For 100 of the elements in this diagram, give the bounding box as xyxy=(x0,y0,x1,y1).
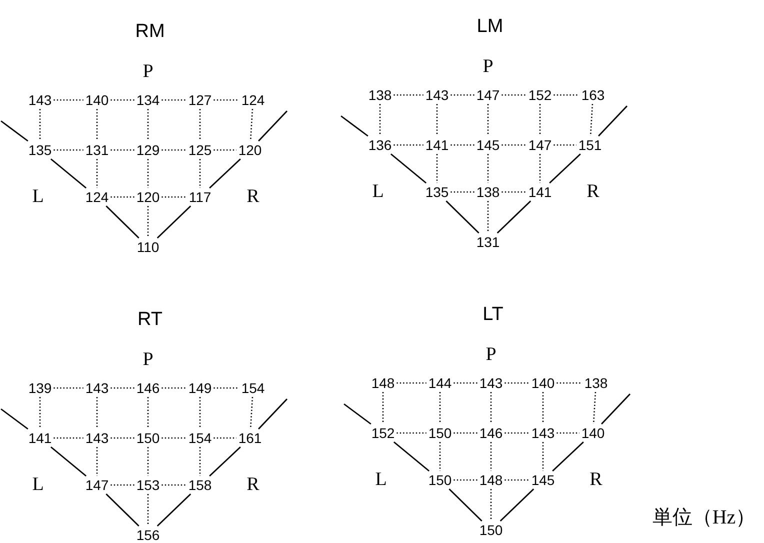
dotted-line xyxy=(454,432,478,434)
dotted-line xyxy=(110,149,134,151)
frequency-value: 143 xyxy=(27,92,53,108)
frequency-value: 143 xyxy=(84,430,110,446)
dotted-line xyxy=(556,382,582,384)
solid-line xyxy=(106,206,140,238)
dotted-line xyxy=(394,144,424,146)
dotted-line xyxy=(450,94,474,96)
dotted-line xyxy=(439,392,441,424)
dotted-line xyxy=(214,437,236,439)
frequency-value: 124 xyxy=(240,92,266,108)
frequency-value: 150 xyxy=(478,522,504,538)
dotted-line xyxy=(162,149,186,151)
solid-line xyxy=(258,398,288,430)
dotted-line xyxy=(490,392,492,424)
frequency-value: 148 xyxy=(370,375,396,391)
dotted-line xyxy=(396,432,426,434)
dotted-line xyxy=(450,191,474,193)
dotted-line xyxy=(54,387,84,389)
dotted-line xyxy=(504,382,530,384)
solid-line xyxy=(340,115,368,137)
direction-letter: R xyxy=(246,186,260,208)
solid-line xyxy=(209,446,241,477)
direction-letter: P xyxy=(486,344,496,366)
frequency-value: 138 xyxy=(583,375,609,391)
solid-line xyxy=(393,441,430,472)
solid-line xyxy=(156,206,192,238)
dotted-line xyxy=(542,392,544,424)
dotted-line xyxy=(162,387,186,389)
solid-line xyxy=(448,488,482,522)
frequency-value: 146 xyxy=(135,380,161,396)
dotted-line xyxy=(539,104,541,136)
frequency-value: 120 xyxy=(237,142,263,158)
dotted-line xyxy=(110,437,134,439)
solid-line xyxy=(50,158,87,189)
direction-letter: R xyxy=(246,474,260,496)
frequency-value: 127 xyxy=(187,92,213,108)
frequency-value: 143 xyxy=(424,87,450,103)
direction-letter: L xyxy=(372,181,384,203)
frequency-value: 131 xyxy=(475,234,501,250)
frequency-value: 152 xyxy=(370,425,396,441)
dotted-line xyxy=(502,94,526,96)
dotted-line xyxy=(110,99,134,101)
dotted-line xyxy=(490,442,492,471)
frequency-value: 125 xyxy=(187,142,213,158)
frequency-value: 147 xyxy=(84,477,110,493)
frequency-value: 153 xyxy=(135,477,161,493)
dotted-line xyxy=(199,397,201,429)
dotted-line xyxy=(504,432,530,434)
frequency-value: 120 xyxy=(135,189,161,205)
panel-title: RT xyxy=(138,309,162,331)
frequency-value: 145 xyxy=(530,472,556,488)
solid-line xyxy=(0,120,28,142)
dotted-line xyxy=(147,447,149,476)
solid-line xyxy=(50,446,87,477)
dotted-line xyxy=(147,206,149,238)
dotted-line xyxy=(147,109,149,141)
dotted-line xyxy=(39,397,41,429)
dotted-line xyxy=(214,99,240,101)
solid-line xyxy=(601,394,630,424)
dotted-line xyxy=(502,144,526,146)
direction-letter: R xyxy=(586,181,600,203)
frequency-value: 117 xyxy=(188,189,212,205)
frequency-value: 152 xyxy=(527,87,553,103)
frequency-value: 135 xyxy=(424,184,450,200)
dotted-line xyxy=(394,94,424,96)
dotted-line xyxy=(162,196,187,198)
dotted-line xyxy=(439,442,441,471)
frequency-value: 141 xyxy=(27,430,53,446)
dotted-line xyxy=(436,104,438,136)
frequency-value: 151 xyxy=(577,137,603,153)
solid-line xyxy=(552,441,584,472)
dotted-line xyxy=(54,437,84,439)
frequency-value: 154 xyxy=(187,430,213,446)
dotted-line xyxy=(487,154,489,183)
solid-line xyxy=(258,110,288,142)
direction-letter: L xyxy=(375,469,387,491)
frequency-value: 143 xyxy=(478,375,504,391)
dotted-line xyxy=(592,392,596,424)
dotted-line xyxy=(54,149,84,151)
frequency-value: 145 xyxy=(475,137,501,153)
frequency-value: 150 xyxy=(427,472,453,488)
frequency-value: 110 xyxy=(136,239,160,255)
dotted-line xyxy=(454,479,478,481)
dotted-line xyxy=(199,159,201,188)
dotted-line xyxy=(250,396,254,430)
dotted-line xyxy=(250,108,254,142)
frequency-value: 139 xyxy=(27,380,53,396)
frequency-value: 156 xyxy=(135,527,161,543)
frequency-value: 141 xyxy=(424,137,450,153)
dotted-line xyxy=(396,382,426,384)
dotted-line xyxy=(556,432,580,434)
dotted-line xyxy=(147,397,149,429)
frequency-value: 149 xyxy=(187,380,213,396)
solid-line xyxy=(500,488,534,522)
frequency-value: 141 xyxy=(527,184,553,200)
dotted-line xyxy=(199,447,201,476)
dotted-line xyxy=(450,144,474,146)
dotted-line xyxy=(147,159,149,188)
frequency-value: 161 xyxy=(237,430,263,446)
